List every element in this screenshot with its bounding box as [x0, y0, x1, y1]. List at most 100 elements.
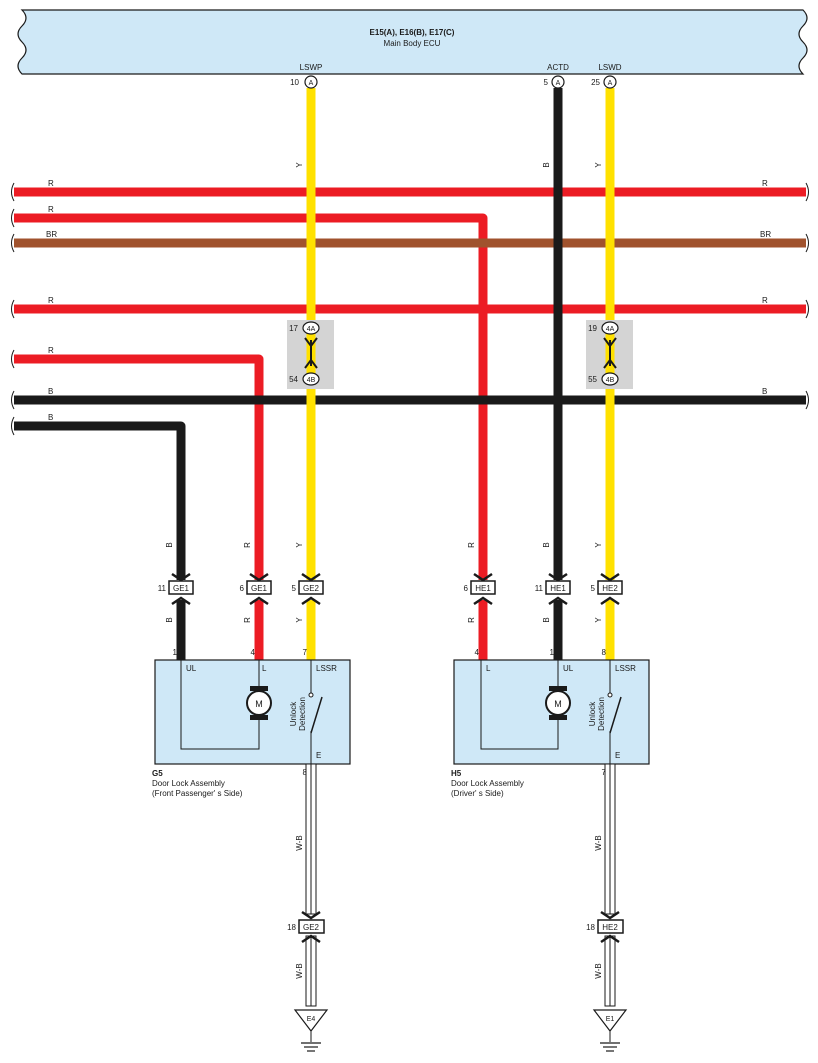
door-lock-assembly-g5: 1 4 7 UL L LSSR M Unlock Detection E G5 …	[152, 648, 351, 798]
wire-color-label: Y	[295, 542, 304, 548]
pin-circle	[603, 75, 617, 89]
assembly-pin-label: L	[262, 664, 267, 673]
pin-signal-label: LSWP	[300, 63, 323, 72]
wire-color-label: W-B	[594, 835, 603, 850]
pin-number: 10	[290, 78, 299, 87]
ecu-pin-lswd: LSWD 25 A	[591, 63, 622, 89]
ground-triangle-icon	[293, 1009, 329, 1032]
junction-bottom-pin: 55	[588, 375, 597, 384]
ground-connector-he2: HE2 18	[586, 910, 624, 944]
connector-pin: 6	[240, 584, 245, 593]
door-lock-assembly-h5: 4 1 8 L UL LSSR M Unlock Detection E H5 …	[451, 648, 650, 798]
ground-terminal-label: E	[316, 751, 321, 760]
wire-color-label: R	[243, 542, 252, 548]
assembly-pin-num: 8	[602, 648, 607, 657]
pin-connector-letter: A	[608, 80, 613, 87]
bus-label-left: R	[48, 205, 54, 214]
bus-wire-b2	[14, 421, 186, 580]
connector-code: GE1	[251, 584, 268, 593]
motor-brush	[250, 715, 268, 720]
junction-top-conn: 4A	[606, 326, 615, 333]
ground-e1: E1	[592, 1009, 628, 1052]
junction-top-pin: 17	[289, 324, 298, 333]
connector-code: GE2	[303, 584, 320, 593]
ground-wire-driver	[604, 763, 616, 1007]
assembly-pin-label: UL	[186, 664, 197, 673]
connector-pin: 5	[591, 584, 596, 593]
bus-label-left: B	[48, 413, 53, 422]
junction-top-oval	[601, 321, 619, 335]
assembly-pin-label: LSSR	[615, 664, 636, 673]
connector-arrow	[301, 910, 321, 944]
wire-color-label: R	[467, 542, 476, 548]
connector-pin: 18	[586, 923, 595, 932]
assembly-name: Door Lock Assembly	[451, 779, 524, 788]
assembly-ground-pin: 8	[303, 768, 308, 777]
motor-label: M	[554, 699, 562, 709]
assembly-ground-pin: 7	[602, 768, 607, 777]
connector-box	[168, 580, 194, 595]
bus-label-right: R	[762, 296, 768, 305]
bus-label-left: R	[48, 296, 54, 305]
assembly-id: H5	[451, 769, 462, 778]
junction-bottom-pin: 54	[289, 375, 298, 384]
connector-box	[545, 580, 571, 595]
connector-arrow	[171, 572, 191, 606]
connector-code: HE2	[602, 923, 618, 932]
assembly-pin-label: UL	[563, 664, 574, 673]
connector-box	[246, 580, 272, 595]
motor-label: M	[255, 699, 263, 709]
wire-color-label: Y	[594, 162, 603, 168]
switch-label: Detection	[298, 697, 307, 731]
pin-signal-label: LSWD	[598, 63, 621, 72]
motor-brush	[549, 686, 567, 691]
connector-pin: 11	[535, 584, 544, 593]
connector-arrow	[473, 572, 493, 606]
junction-top-oval	[302, 321, 320, 335]
assembly-pin-label: LSSR	[316, 664, 337, 673]
pin-connector-letter: A	[556, 80, 561, 87]
ground-wire-passenger	[305, 763, 317, 1007]
left-break-marks	[11, 182, 15, 436]
wire-color-label: R	[243, 617, 252, 623]
ground-triangle-icon	[592, 1009, 628, 1032]
wire-color-label: B	[542, 162, 551, 167]
pin-connector-letter: A	[309, 80, 314, 87]
pin-number: 5	[544, 78, 549, 87]
junction-bottom-conn: 4B	[606, 377, 615, 384]
assembly-pin-num: 1	[173, 648, 178, 657]
wire-color-label: Y	[295, 617, 304, 623]
bus-label-right: R	[762, 179, 768, 188]
switch-label: Unlock	[588, 701, 597, 726]
bus-label-right: B	[762, 387, 767, 396]
connector-code: HE1	[475, 584, 491, 593]
motor-brush	[250, 686, 268, 691]
bus-label-left: B	[48, 387, 53, 396]
connector-box	[597, 919, 624, 934]
assembly-pin-num: 1	[550, 648, 555, 657]
switch-arm-icon	[310, 696, 323, 734]
ecu-outline	[17, 9, 808, 75]
ground-terminal-label: E	[615, 751, 620, 760]
motor-icon	[246, 690, 272, 716]
wire-color-label: B	[542, 542, 551, 547]
wire-color-label: B	[165, 542, 174, 547]
connector-arrow	[249, 572, 269, 606]
bus-wire-r2	[14, 213, 488, 580]
connector-pin: 11	[158, 584, 167, 593]
pin-circle	[551, 75, 565, 89]
ground-id: E1	[606, 1016, 615, 1023]
motor-icon	[545, 690, 571, 716]
connector-arrow	[600, 572, 620, 606]
wire-color-label: Y	[295, 162, 304, 168]
connector-arrow	[301, 572, 321, 606]
main-body-ecu: E15(A), E16(B), E17(C) Main Body ECU	[17, 9, 808, 75]
junction-bottom-oval	[601, 372, 619, 386]
pin-number: 25	[591, 78, 600, 87]
